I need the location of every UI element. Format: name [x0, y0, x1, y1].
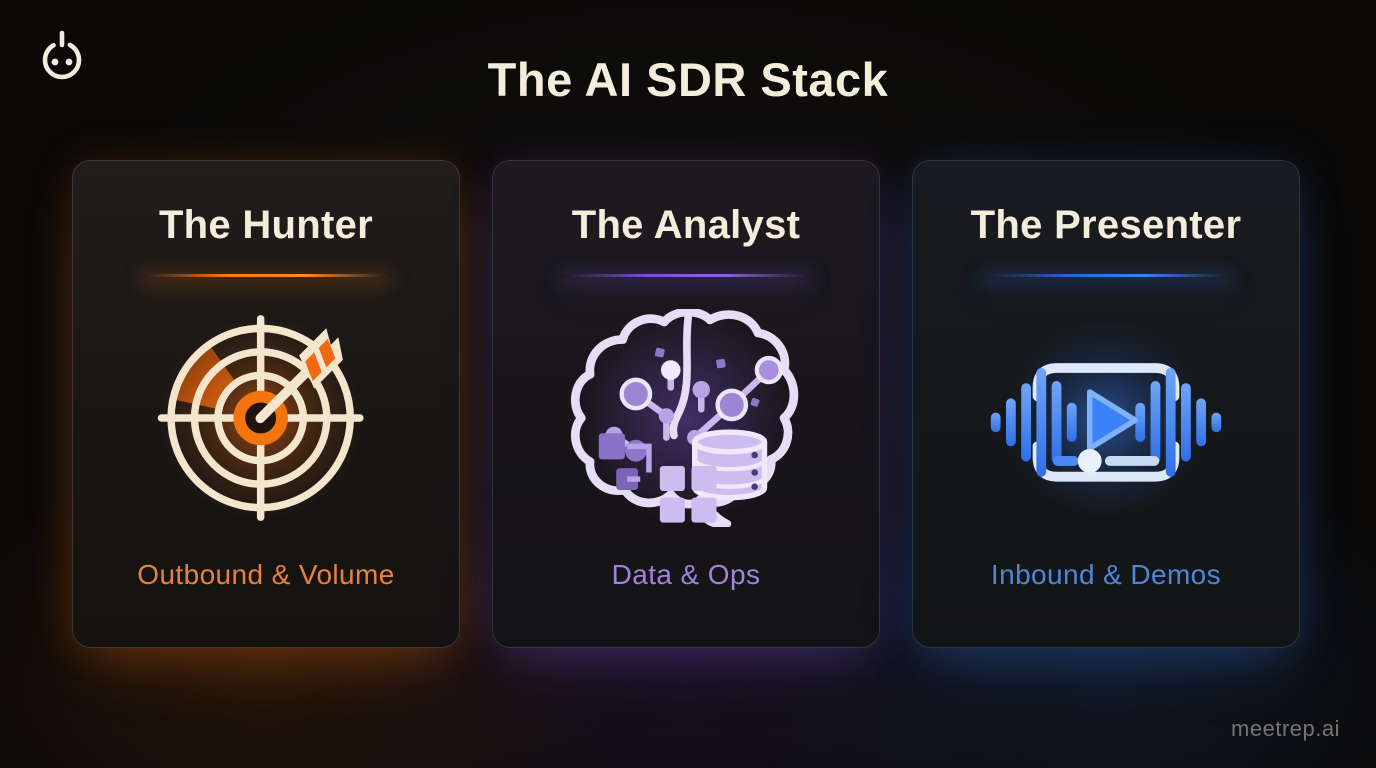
card-title: The Hunter — [158, 203, 374, 247]
brain-circuit-database-icon — [493, 277, 879, 559]
video-waveform-player-icon — [913, 277, 1299, 559]
watermark: meetrep.ai — [1231, 716, 1340, 741]
cards-row: The Hunter — [72, 160, 1300, 648]
power-icon — [38, 28, 86, 84]
card-analyst: The Analyst — [492, 160, 880, 648]
accent-divider — [980, 274, 1232, 277]
card-title: The Analyst — [571, 203, 801, 247]
page-title: The AI SDR Stack — [487, 53, 889, 106]
accent-divider — [140, 274, 392, 277]
card-subtitle: Outbound & Volume — [137, 559, 395, 590]
accent-divider — [560, 274, 812, 277]
card-subtitle: Inbound & Demos — [990, 559, 1222, 590]
card-subtitle: Data & Ops — [611, 559, 761, 590]
target-arrow-icon — [73, 277, 459, 559]
card-title: The Presenter — [970, 203, 1242, 247]
card-hunter: The Hunter — [72, 160, 460, 648]
card-presenter: The Presenter — [912, 160, 1300, 648]
